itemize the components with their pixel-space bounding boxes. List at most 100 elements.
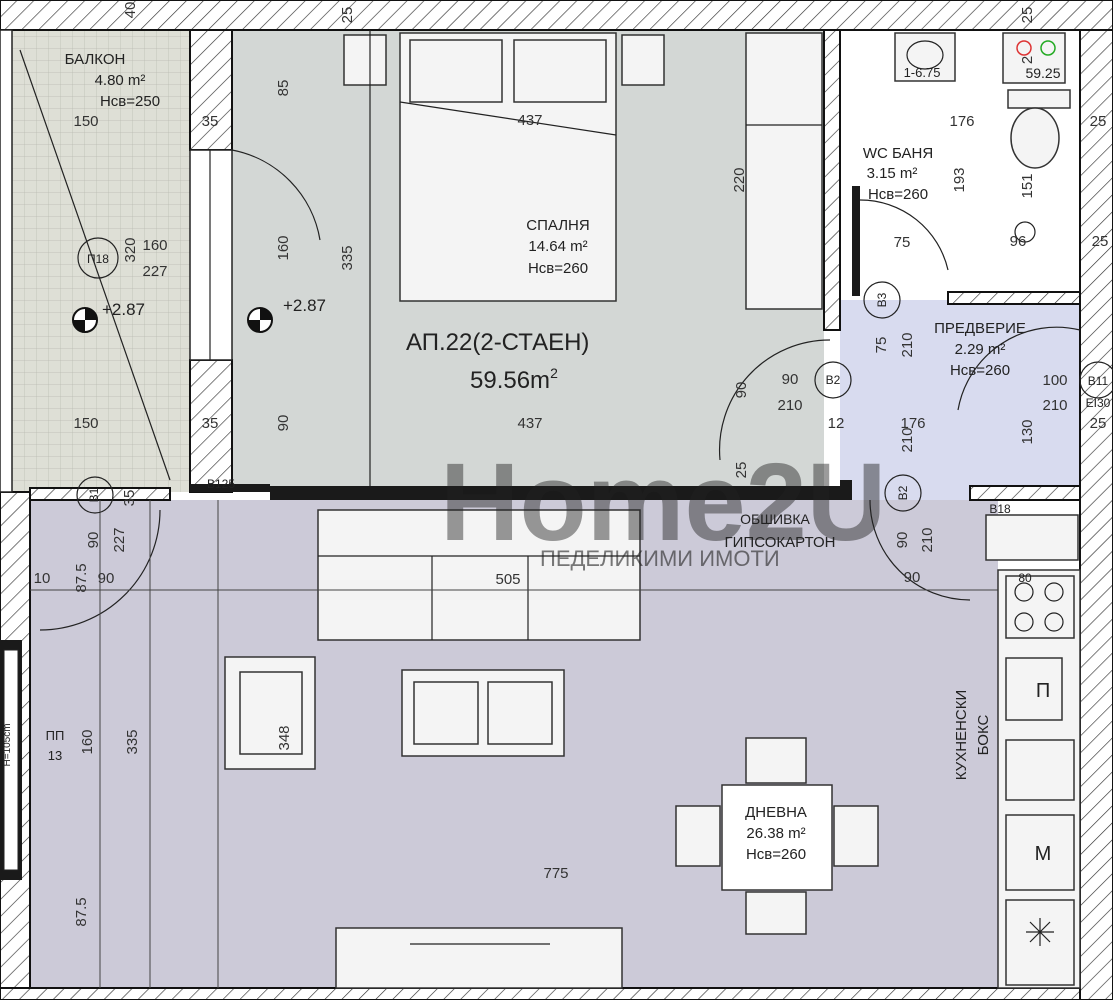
dim-90-hall: 90 bbox=[733, 382, 750, 399]
tag-p18-circle bbox=[77, 237, 119, 279]
bed-cover-line bbox=[399, 101, 617, 136]
tag-b2b: B2 bbox=[896, 485, 910, 500]
dim-210-b2b: 210 bbox=[919, 527, 936, 552]
wall-bottom bbox=[0, 987, 1113, 1000]
pillow-right bbox=[513, 39, 607, 103]
dim-75-b3: 75 bbox=[873, 337, 890, 354]
dim-25-hall-right: 25 bbox=[1090, 415, 1107, 432]
toilet-tank bbox=[1007, 89, 1071, 109]
wc-area-label: 3.15 m² bbox=[867, 165, 918, 182]
dim-25-wc-right: 25 bbox=[1090, 113, 1107, 130]
level-marker-2-fill bbox=[248, 308, 272, 332]
fridge-star-icon bbox=[1026, 918, 1054, 946]
dim-176-wc: 176 bbox=[949, 113, 974, 130]
dim-96: 96 bbox=[1010, 233, 1027, 250]
wc-door-arc bbox=[859, 199, 949, 271]
wall-partition-3 bbox=[840, 480, 852, 500]
wall-balcony-bedroom bbox=[189, 29, 233, 151]
dim-193: 193 bbox=[951, 167, 968, 192]
dim-90-living-left: 90 bbox=[98, 570, 115, 587]
dim-85: 85 bbox=[275, 80, 292, 97]
dim-505: 505 bbox=[495, 571, 520, 588]
tv-unit bbox=[335, 927, 623, 989]
living-door-arc bbox=[869, 499, 971, 601]
hall-height: Нсв=260 bbox=[950, 362, 1010, 379]
left-door-arc bbox=[39, 509, 161, 631]
hall-door-arc bbox=[718, 339, 831, 461]
balcony-area bbox=[0, 30, 190, 492]
kitchen-sink bbox=[1005, 739, 1075, 801]
dim-130: 130 bbox=[1019, 419, 1036, 444]
tag-b3: B3 bbox=[875, 292, 889, 307]
balcony-name: БАЛКОН bbox=[65, 51, 126, 68]
tag-b1-circle bbox=[76, 476, 114, 514]
dim-150-top: 150 bbox=[73, 113, 98, 130]
sofa bbox=[317, 509, 641, 641]
coffee-table-r bbox=[487, 681, 553, 745]
kitchen-name: КУХНЕНСКИ bbox=[953, 690, 970, 780]
dim-2: 2 bbox=[1019, 56, 1036, 64]
stove bbox=[1005, 575, 1075, 639]
dim-227-b1: 227 bbox=[111, 527, 128, 552]
washing-machine bbox=[1002, 32, 1066, 84]
dim-176-hall: 176 bbox=[900, 415, 925, 432]
tag-b125: B125 bbox=[207, 477, 235, 491]
tag-b2a-circle bbox=[814, 361, 852, 399]
wall-top bbox=[0, 0, 1113, 31]
tag-b2a: B2 bbox=[826, 373, 841, 387]
wall-partition-2 bbox=[270, 486, 850, 500]
living-height: Нсв=260 bbox=[746, 846, 806, 863]
dim-75-wc: 75 bbox=[894, 234, 911, 251]
dim-90-bedroom: 90 bbox=[275, 415, 292, 432]
tag-80d: 80 bbox=[1018, 571, 1032, 585]
balcony-height: Нсв=250 bbox=[100, 93, 160, 110]
tag-n5925: 59.25 bbox=[1025, 65, 1060, 81]
dishwasher bbox=[1005, 657, 1063, 721]
valve-red-icon bbox=[1016, 40, 1032, 56]
level-label-2: +2.87 bbox=[283, 296, 326, 315]
toilet-bowl bbox=[1010, 107, 1060, 169]
dim-40: 40 bbox=[122, 2, 139, 19]
dim-35-a: 35 bbox=[202, 113, 219, 130]
burner-3-icon bbox=[1014, 612, 1034, 632]
balcony-diagonal bbox=[19, 49, 171, 481]
tag-n675: 1-6.75 bbox=[904, 65, 941, 80]
balcony-area-label: 4.80 m² bbox=[95, 72, 146, 89]
dim-160-bedroom: 160 bbox=[275, 235, 292, 260]
entrance-door-arc bbox=[957, 326, 1081, 411]
dim-12: 12 bbox=[828, 415, 845, 432]
armchair-seat bbox=[239, 671, 303, 755]
bedroom-area-label: 14.64 m² bbox=[528, 238, 587, 255]
chair-top bbox=[745, 737, 807, 784]
chair-left bbox=[675, 805, 721, 867]
chair-right bbox=[833, 805, 879, 867]
dining-table bbox=[721, 784, 833, 891]
dim-25-wc-right-2: 25 bbox=[1092, 233, 1109, 250]
wc-name: WC БАНЯ bbox=[863, 145, 933, 162]
tag-p18: П18 bbox=[87, 252, 109, 266]
hall-area bbox=[840, 300, 1113, 500]
wall-partition-1 bbox=[190, 484, 270, 492]
watermark-logo: Home2U bbox=[440, 441, 886, 564]
height-note: H=105cm bbox=[2, 723, 13, 766]
tag-m: М bbox=[1035, 843, 1052, 865]
dim-90-b2a: 90 bbox=[782, 371, 799, 388]
tag-ei30: EI30 bbox=[1086, 396, 1111, 410]
bedroom-height: Нсв=260 bbox=[528, 260, 588, 277]
pillow-left bbox=[409, 39, 503, 103]
tag-p: П bbox=[1036, 680, 1050, 702]
dim-90-b2b: 90 bbox=[894, 532, 911, 549]
dim-227-balcony: 227 bbox=[142, 263, 167, 280]
shower-drain-icon bbox=[1014, 221, 1036, 243]
cladding-label-2: ГИПСОКАРТОН bbox=[725, 534, 836, 551]
dim-437-top: 437 bbox=[517, 112, 542, 129]
wall-right bbox=[1079, 29, 1113, 1000]
dim-100: 100 bbox=[1042, 372, 1067, 389]
dim-210-b2a: 210 bbox=[777, 397, 802, 414]
tag-b11-circle bbox=[1079, 361, 1113, 399]
dim-160-living: 160 bbox=[79, 729, 96, 754]
dim-150-bottom: 150 bbox=[73, 415, 98, 432]
level-marker-1-fill bbox=[73, 308, 97, 332]
window-frame bbox=[3, 649, 19, 871]
